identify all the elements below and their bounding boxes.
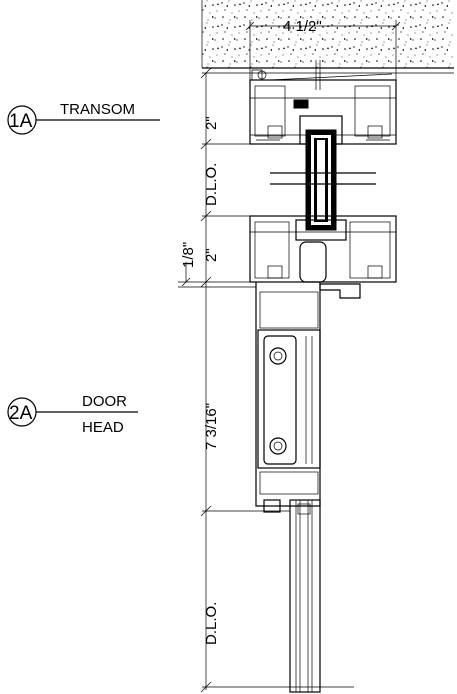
top-width-dimension: 4 1/2" xyxy=(245,18,401,80)
door-stile xyxy=(255,282,321,513)
callout-2a-bubble: 2A xyxy=(9,403,33,424)
callout-door-label: DOOR xyxy=(82,393,127,410)
dlo-lower-label: D.L.O. xyxy=(203,602,220,645)
door-head-height-label: 7 3/16" xyxy=(203,403,220,450)
callout-head-label: HEAD xyxy=(82,419,124,436)
concrete-header xyxy=(201,0,454,74)
gap-label: 1/8" xyxy=(180,242,197,268)
dlo-upper-label: D.L.O. xyxy=(203,163,220,206)
top-width-label: 4 1/2" xyxy=(283,18,322,35)
head-depth-label: 2" xyxy=(203,248,220,262)
transom-depth-label: 2" xyxy=(203,116,220,130)
callout-transom: 1A TRANSOM xyxy=(7,101,160,135)
vertical-dimension-chain xyxy=(178,67,354,693)
callout-1a-bubble: 1A xyxy=(9,111,33,132)
glass-unit xyxy=(270,129,376,231)
callout-door-head: 2A DOOR HEAD xyxy=(7,393,138,436)
door-glass xyxy=(289,499,321,693)
callout-transom-label: TRANSOM xyxy=(60,101,135,118)
